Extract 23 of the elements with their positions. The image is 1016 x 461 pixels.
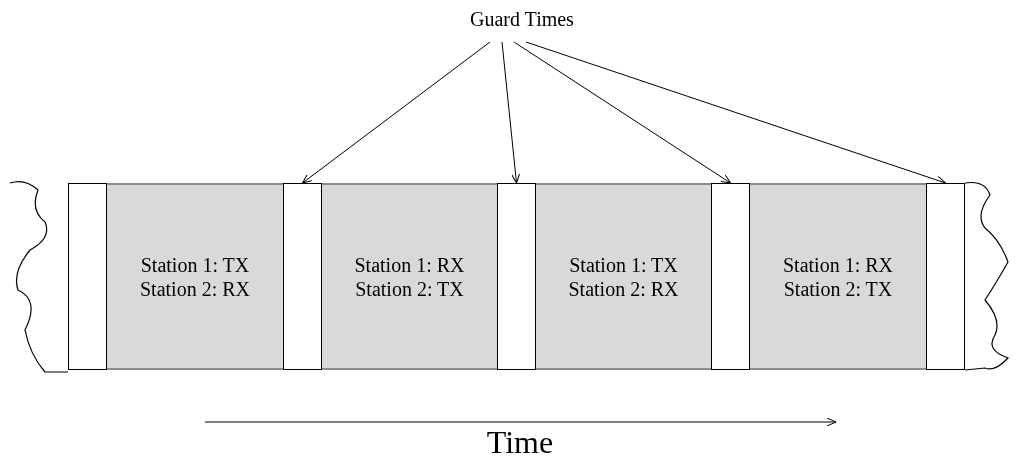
axis-label: Time — [486, 424, 554, 460]
slot-label: Station 2: TX — [355, 276, 464, 301]
slot-label: Station 1: TX — [569, 252, 678, 277]
leader-line — [501, 41, 521, 184]
slot-label: Station 2: TX — [783, 276, 893, 301]
slot-label: Station 1: TX — [140, 252, 250, 277]
leader-line — [525, 41, 946, 185]
slot-label: Station 2: RX — [140, 276, 250, 301]
guard-time-slot — [711, 183, 750, 370]
slot-label: Station 2: RX — [568, 276, 679, 301]
guard-time-slot — [68, 183, 107, 370]
guard-time-slot — [283, 183, 322, 370]
time-slot — [107, 183, 283, 370]
guard-time-slot — [926, 183, 965, 370]
slot-label: Station 1: RX — [354, 252, 465, 277]
time-slot — [322, 183, 497, 370]
slot-label: Station 1: RX — [783, 252, 893, 277]
time-slot — [536, 183, 711, 370]
leader-line — [513, 41, 731, 184]
leader-line — [302, 41, 491, 184]
callout-text: Guard Times — [470, 8, 574, 31]
time-slot — [750, 183, 926, 370]
guard-time-slot — [497, 183, 536, 370]
